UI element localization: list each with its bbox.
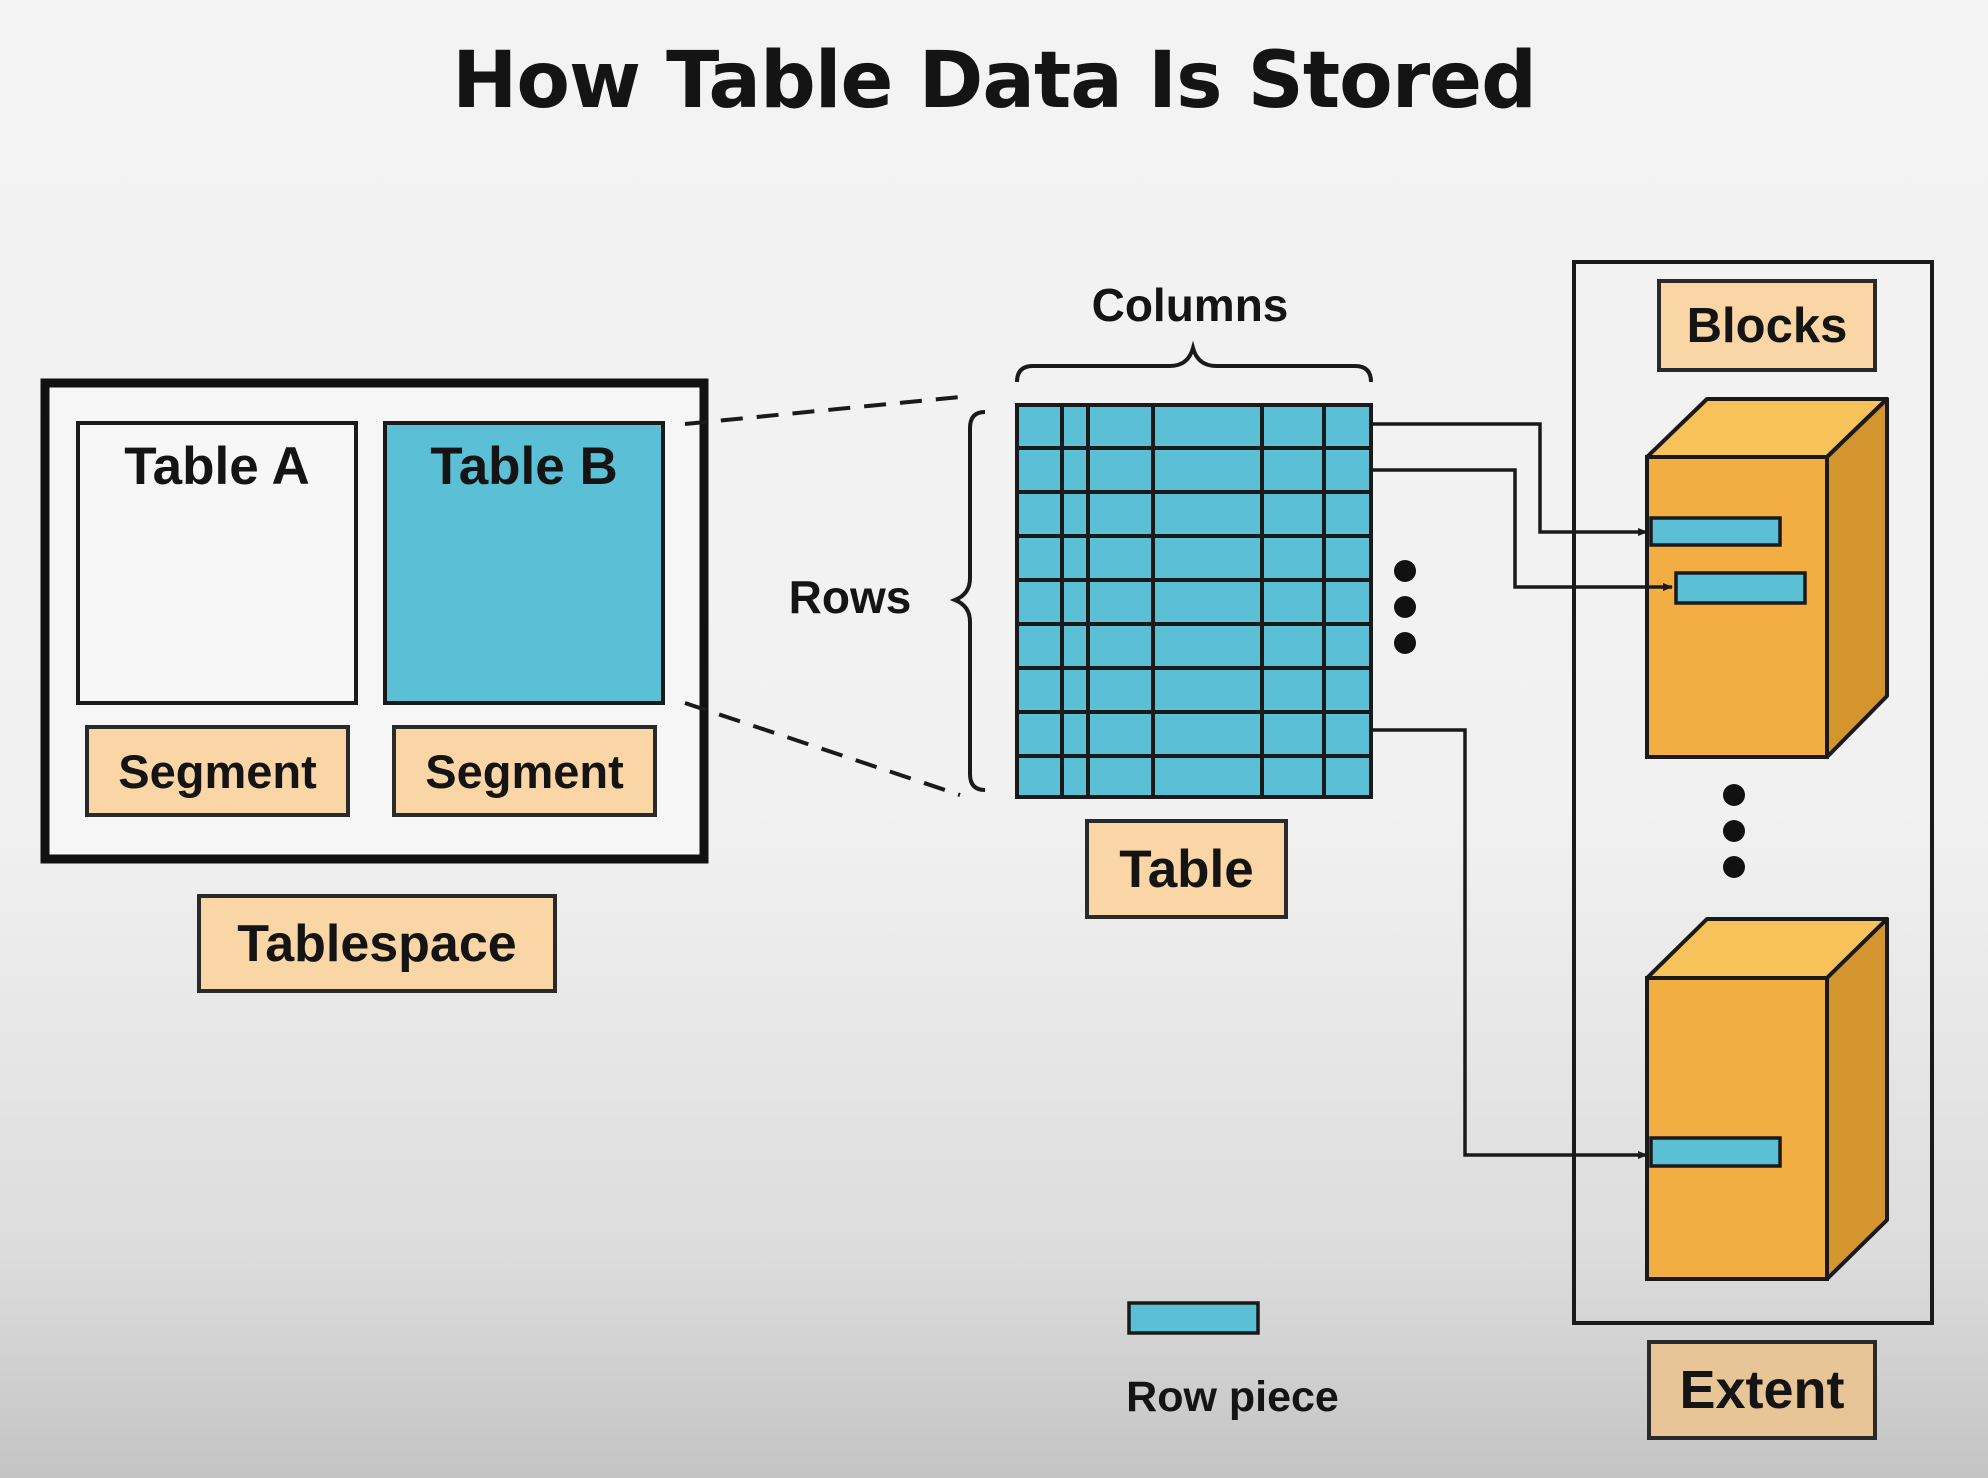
block-front-face bbox=[1645, 976, 1829, 1281]
block-front-face bbox=[1645, 455, 1829, 759]
ellipsis-dot bbox=[1394, 632, 1416, 654]
block-top bbox=[1645, 397, 1889, 759]
table-a-box bbox=[76, 421, 358, 705]
zoom-line-top bbox=[684, 395, 961, 426]
ellipsis-dot bbox=[1394, 596, 1416, 618]
table-a-label: Table A bbox=[124, 437, 310, 496]
row-piece bbox=[1674, 571, 1807, 605]
row-piece bbox=[1649, 516, 1782, 547]
row-piece bbox=[1649, 1136, 1782, 1168]
table-grid-fill bbox=[1015, 403, 1373, 799]
ellipsis-dot bbox=[1394, 560, 1416, 582]
table-b-box bbox=[383, 421, 665, 705]
zoom-line-bottom bbox=[684, 701, 961, 797]
row-connector-arrow bbox=[1373, 422, 1648, 536]
segment-a-tag: Segment bbox=[85, 725, 350, 817]
blocks-tag: Blocks bbox=[1657, 279, 1877, 372]
extent-tag: Extent bbox=[1647, 1340, 1877, 1440]
segment-b-tag: Segment bbox=[392, 725, 657, 817]
tablespace-tag: Tablespace bbox=[197, 894, 557, 993]
block-bottom bbox=[1645, 917, 1889, 1281]
legend-row-piece-swatch bbox=[1127, 1301, 1260, 1335]
row-connector-arrow bbox=[1373, 728, 1648, 1159]
ellipsis-dot bbox=[1723, 784, 1745, 806]
rows-brace bbox=[949, 410, 986, 792]
block-side-face bbox=[1825, 397, 1889, 759]
columns-label: Columns bbox=[1091, 279, 1289, 331]
table-grid-lines bbox=[1017, 405, 1371, 797]
ellipsis-dot bbox=[1723, 820, 1745, 842]
table-b-label: Table B bbox=[430, 437, 618, 496]
rows-label: Rows bbox=[788, 571, 912, 623]
extent-box bbox=[1572, 260, 1934, 1325]
columns-brace bbox=[1015, 340, 1373, 383]
table-grid bbox=[1015, 403, 1373, 799]
table-tag: Table bbox=[1085, 819, 1288, 919]
block-side-face bbox=[1825, 917, 1889, 1281]
ellipsis-dot bbox=[1723, 856, 1745, 878]
slide-title: How Table Data Is Stored bbox=[452, 36, 1537, 126]
row-connector-arrow bbox=[1373, 468, 1673, 591]
legend-row-piece-label: Row piece bbox=[1126, 1373, 1339, 1421]
